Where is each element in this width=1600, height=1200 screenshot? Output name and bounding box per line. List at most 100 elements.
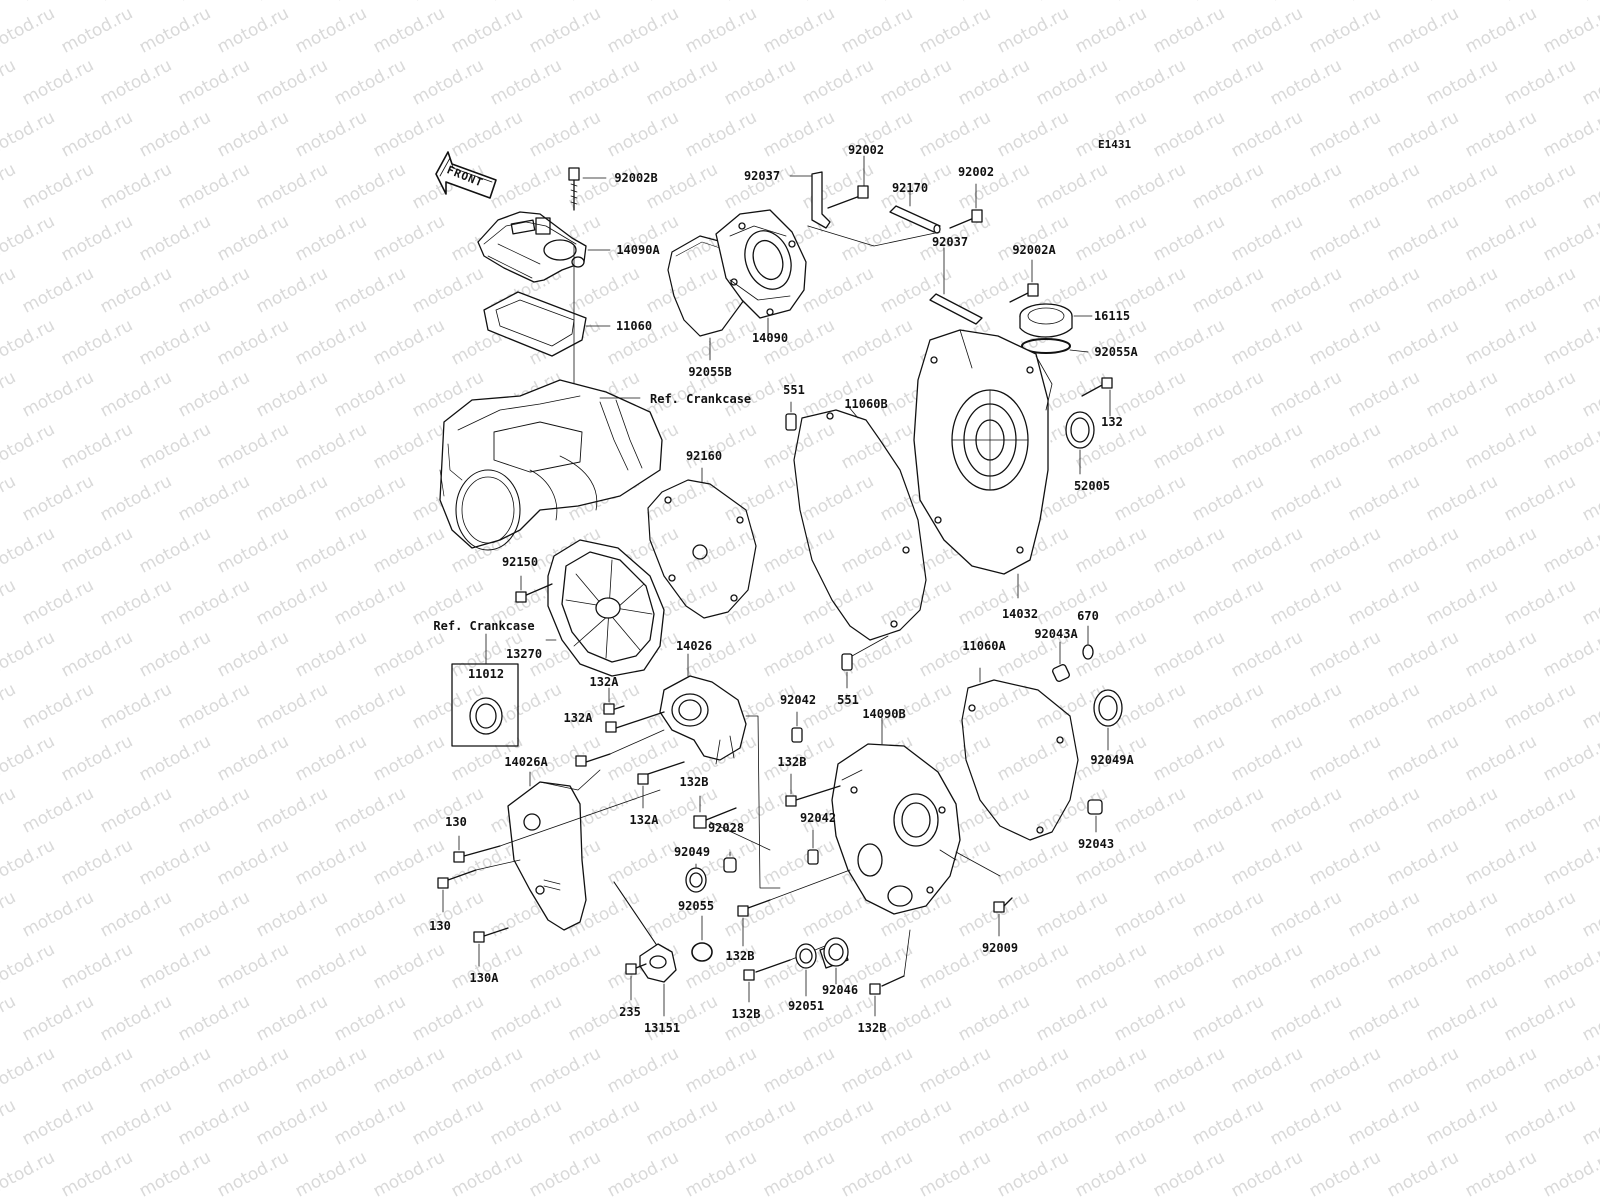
label-92002B: 92002B [614, 171, 658, 185]
cover-14026 [659, 675, 747, 765]
label-92028: 92028 [707, 821, 745, 835]
label-ref-crankcase-left: Ref. Crankcase [433, 619, 535, 633]
diagram-code: E1431 [1098, 138, 1132, 151]
label-132A-3: 132A [629, 813, 659, 827]
cover-14032 [913, 329, 1053, 575]
label-551-bottom: 551 [837, 693, 859, 707]
gauge-13151 [613, 881, 677, 983]
dowel-92042-2 [807, 849, 819, 865]
ring-670 [1082, 644, 1094, 660]
bolt-132 [1081, 377, 1113, 397]
label-130-1: 130 [445, 815, 467, 829]
label-92043A: 92043A [1034, 627, 1078, 641]
bearing-92046 [819, 937, 849, 969]
dowel-92043A [1052, 664, 1070, 682]
label-132A-2: 132A [563, 711, 593, 725]
seal-92051 [795, 943, 817, 969]
bolt-132B-2 [737, 869, 851, 917]
bolt-132B-1 [785, 785, 841, 807]
ref-crankcase-box [451, 633, 519, 747]
label-92002-a: 92002 [847, 143, 885, 157]
label-13270: 13270 [505, 647, 543, 661]
o-ring-92055 [691, 942, 713, 962]
label-11012: 11012 [467, 667, 505, 681]
gasket-11060A [961, 679, 1079, 841]
bolt-92009 [993, 897, 1013, 913]
label-92160: 92160 [685, 449, 723, 463]
label-14032: 14032 [1001, 607, 1039, 621]
label-132: 132 [1101, 415, 1123, 429]
bolt-92002-top [827, 185, 869, 209]
dowel-92043 [1087, 799, 1103, 815]
label-14090: 14090 [751, 331, 789, 345]
label-551-top: 551 [783, 383, 805, 397]
label-92051: 92051 [787, 999, 825, 1013]
label-14026: 14026 [675, 639, 713, 653]
front-direction-arrow [435, 151, 497, 199]
label-132A-1: 132A [589, 675, 619, 689]
label-11060A: 11060A [962, 639, 1006, 653]
label-235: 235 [619, 1005, 641, 1019]
o-ring-92055A [1021, 338, 1071, 354]
label-92002-b: 92002 [957, 165, 995, 179]
label-132B-2: 132B [679, 775, 709, 789]
label-92043: 92043 [1077, 837, 1115, 851]
bolt-132A-1 [603, 703, 625, 715]
gasket-11060B [793, 409, 927, 641]
cover-14090B [831, 743, 961, 915]
label-11060: 11060 [615, 319, 653, 333]
label-92037-mid: 92037 [931, 235, 969, 249]
bolt-130-1 [453, 789, 661, 863]
oil-seal-92049A [1093, 689, 1123, 727]
label-92037-top: 92037 [743, 169, 781, 183]
label-11060B: 11060B [844, 397, 888, 411]
bolt-130A [473, 927, 509, 943]
label-92170: 92170 [891, 181, 929, 195]
cap-16115 [1019, 303, 1073, 338]
label-92002A: 92002A [1012, 243, 1056, 257]
label-92046: 92046 [821, 983, 859, 997]
pin-92037-mid [929, 293, 983, 325]
dowel-551-bottom [841, 653, 853, 671]
dowel-551-top [785, 413, 797, 431]
label-16115: 16115 [1093, 309, 1131, 323]
label-132B-1: 132B [777, 755, 807, 769]
cover-14026A [507, 769, 601, 931]
label-92042-a: 92042 [779, 693, 817, 707]
label-132B-5: 132B [857, 1021, 887, 1035]
label-52005: 52005 [1073, 479, 1111, 493]
bolt-132A-3 [575, 729, 665, 767]
pin-92037-top [811, 171, 831, 229]
bolt-92150 [515, 583, 553, 603]
label-92049: 92049 [673, 845, 711, 859]
label-92049A: 92049A [1090, 753, 1134, 767]
gasket-92160 [647, 479, 757, 619]
bolt-132A-2 [605, 711, 665, 733]
bolt-92002A [1009, 283, 1039, 303]
label-132B-3: 132B [725, 949, 755, 963]
label-130-2: 130 [429, 919, 451, 933]
bolt-92028 [693, 807, 737, 829]
cover-14090A [477, 211, 587, 283]
label-92042-b: 92042 [799, 811, 837, 825]
cover-14090 [715, 209, 807, 319]
label-92055: 92055 [677, 899, 715, 913]
crankcase-reference [439, 379, 663, 551]
bolt-92002B [568, 167, 580, 211]
bolt-132B-4 [869, 929, 911, 995]
label-92009: 92009 [981, 941, 1019, 955]
label-92150: 92150 [501, 555, 539, 569]
oil-seal-92049 [685, 867, 707, 893]
label-92055B: 92055B [688, 365, 732, 379]
label-132B-4: 132B [731, 1007, 761, 1021]
bolt-92002-right [949, 209, 983, 229]
dowel-92028 [723, 857, 737, 873]
label-14026A: 14026A [504, 755, 548, 769]
oil-seal-52005 [1065, 411, 1095, 449]
label-14090B: 14090B [862, 707, 906, 721]
bolt-130-2 [437, 859, 521, 889]
screw-235 [625, 963, 647, 975]
label-92055A: 92055A [1094, 345, 1138, 359]
